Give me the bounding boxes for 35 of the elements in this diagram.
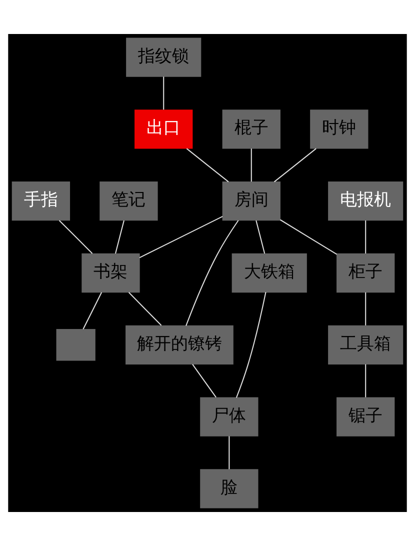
connector (250, 148, 252, 182)
connector (186, 220, 239, 326)
connector (163, 76, 164, 110)
connector (128, 292, 162, 326)
connector (365, 364, 366, 398)
node-box: 笔记 (100, 182, 158, 221)
node-box: 手指 (12, 182, 70, 221)
node-box: 脸 (200, 469, 258, 508)
node-box: 尸体 (200, 397, 258, 436)
connector (365, 220, 366, 254)
connector (274, 148, 316, 182)
node-box: 书架 (82, 253, 140, 293)
connector (236, 292, 266, 398)
node-box (56, 329, 96, 361)
node-box: 解开的镣铐 (126, 325, 234, 364)
node-box: 锯子 (336, 397, 395, 436)
node-box: 出口 (134, 110, 193, 149)
connector (82, 292, 102, 330)
node-box: 时钟 (310, 110, 368, 149)
node-box: 工具箱 (328, 325, 404, 364)
node-box: 指纹锁 (126, 38, 202, 77)
connector (114, 220, 124, 254)
connector (228, 436, 230, 470)
connector (280, 219, 338, 255)
connector (256, 220, 266, 254)
connector (139, 216, 223, 258)
connector (192, 364, 216, 398)
node-box: 电报机 (328, 182, 404, 221)
node-box: 房间 (222, 182, 280, 221)
connector (58, 220, 93, 254)
node-box: 大铁箱 (232, 253, 307, 293)
node-box: 棍子 (222, 110, 280, 149)
connector (365, 292, 366, 326)
connector (186, 148, 229, 182)
node-box: 柜子 (336, 253, 395, 293)
